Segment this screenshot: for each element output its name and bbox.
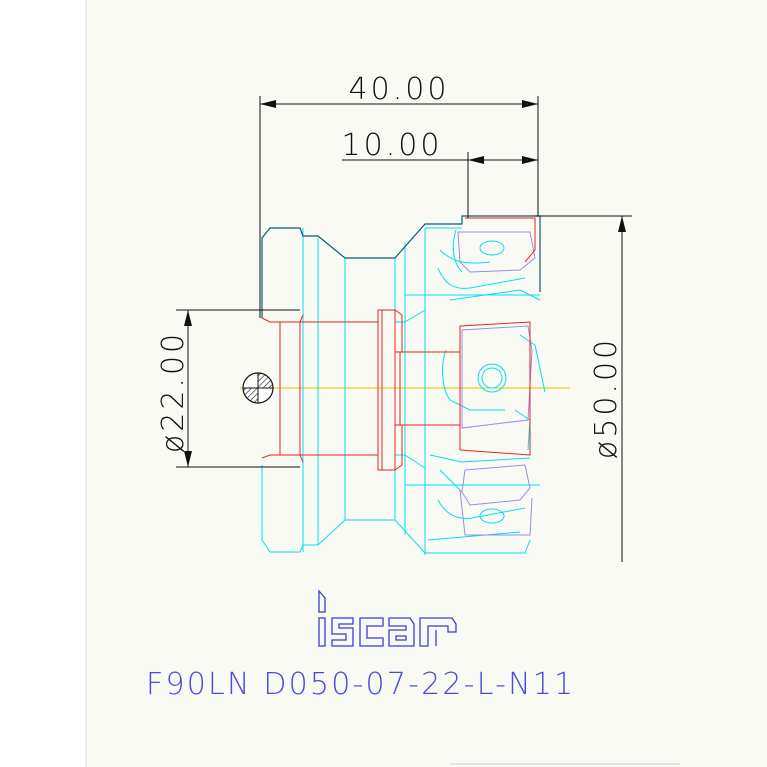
part-number: F90LN D050-07-22-L-N11 (146, 667, 575, 702)
dimension-arrows (184, 100, 626, 467)
dimension-lines (176, 96, 632, 562)
upper-outline (261, 215, 541, 318)
dimension-bore-diameter: ø22.00 (156, 331, 191, 453)
dimension-cutter-diameter: ø50.00 (589, 337, 624, 459)
drawing-sheet (86, 0, 767, 767)
dimension-shank-length: 10.00 (342, 128, 443, 163)
dimension-overall-length: 40.00 (349, 72, 450, 107)
insert-lower (461, 464, 531, 506)
bore-section (261, 217, 536, 471)
centre-of-gravity-symbol (242, 372, 274, 404)
insert-screws (477, 240, 507, 524)
iscar-logo (318, 589, 457, 647)
cutter-body (261, 227, 546, 555)
insert-top (457, 231, 536, 273)
